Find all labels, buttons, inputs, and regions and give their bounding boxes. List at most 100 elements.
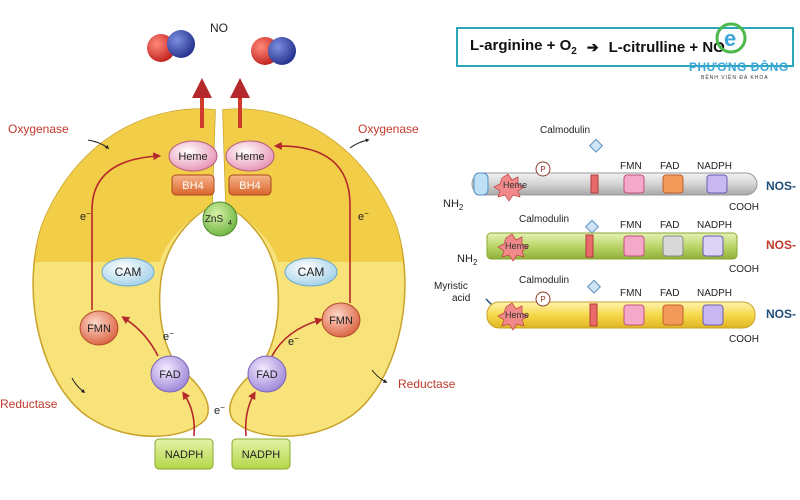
logo-subtitle: BỆNH VIỆN ĐA KHOA [701, 75, 769, 81]
electron-label-3: e− [163, 329, 174, 343]
heme-bar-label-1: Heme [503, 180, 527, 190]
electron-arrow-fmn-heme-left [91, 152, 162, 310]
nh2-label-2: NH2 [457, 253, 478, 267]
fmn-left-label: FMN [87, 323, 111, 335]
fad-header-3: FAD [660, 288, 679, 299]
heme-icon-2 [497, 233, 529, 262]
phospho-icon-1 [535, 161, 551, 177]
fad-header-2: FAD [660, 220, 679, 231]
bh4-left: BH4 [171, 174, 215, 196]
logo-brand: PHƯƠNG ĐÔNG [689, 60, 789, 74]
nos-dimer [32, 108, 406, 437]
hospital-logo: e PHƯƠNG ĐÔNG BỆNH VIỆN ĐA KHOA [683, 16, 800, 86]
calmodulin-marker-3 [586, 279, 602, 294]
cooh-label-2: COOH [729, 264, 759, 275]
electron-arrow-nadph-fad-left [182, 391, 196, 437]
fad-domain-3 [662, 304, 684, 326]
reductase-label-right: Reductase [398, 377, 456, 391]
zinc-center: ZnS 4 [202, 201, 238, 237]
heme-icon-3 [497, 302, 529, 331]
calmodulin-label-2: Calmodulin [519, 214, 569, 225]
nadph-right: NADPH [231, 438, 291, 470]
oxygenase-label-left: Oxygenase [8, 122, 69, 136]
reaction-equation: L-arginine + O2 ➔ L-citrulline + NO [456, 27, 794, 67]
reductase-pointer-left [71, 377, 86, 393]
cooh-label-1: COOH [729, 202, 759, 213]
fad-header-1: FAD [660, 161, 679, 172]
equation-reactant: L-arginine + O2 [470, 37, 577, 57]
cam-domain-2 [585, 234, 594, 258]
heme-right: Heme [225, 140, 275, 172]
nh2-label-1: NH2 [443, 198, 464, 212]
nadph-header-1: NADPH [697, 161, 732, 172]
nadph-left-label: NADPH [165, 449, 204, 461]
nadph-header-2: NADPH [697, 220, 732, 231]
calmodulin-marker-1 [588, 138, 604, 153]
nadph-domain-2 [702, 235, 724, 257]
cooh-label-3: COOH [729, 334, 759, 345]
cam-right-label: CAM [298, 265, 325, 279]
nadph-domain-3 [702, 304, 724, 326]
nadph-left: NADPH [154, 438, 214, 470]
calmodulin-marker-2 [584, 219, 600, 234]
electron-label-1: e− [80, 209, 91, 223]
cam-right: CAM [284, 257, 338, 287]
electron-arrow-fmn-heme-right [273, 141, 351, 303]
heme-left: Heme [168, 140, 218, 172]
zn-subscript: 4 [228, 220, 232, 227]
electron-arrow-nadph-fad-right [244, 391, 256, 437]
nos-row-2-label: NOS- [766, 238, 796, 252]
reductase-label-left: Reductase [0, 397, 58, 411]
nos-bar-3 [486, 301, 756, 329]
heme-left-label: Heme [178, 151, 207, 163]
cam-domain-3 [589, 303, 598, 327]
fad-left-label: FAD [159, 369, 180, 381]
nadph-domain-1 [706, 174, 728, 194]
no-molecule-left [147, 30, 195, 62]
fmn-header-3: FMN [620, 288, 642, 299]
myristic-label-line1: Myristic [434, 281, 468, 292]
electron-arrow-fad-fmn-left [121, 316, 159, 357]
fad-domain-1 [662, 174, 684, 194]
equation-product: L-citrulline + NO [608, 38, 725, 56]
p-label-3: P [540, 295, 545, 304]
reductase-pointer-right [371, 369, 388, 383]
bh4-right-label: BH4 [239, 180, 260, 192]
electron-label-4: e− [288, 334, 299, 348]
electron-arrow-fad-fmn-right [271, 317, 324, 357]
heme-icon-1 [493, 173, 525, 202]
myristoyl-anchor [485, 298, 493, 306]
cam-domain-1 [590, 174, 599, 194]
nadph-right-label: NADPH [242, 449, 281, 461]
nos-row-2: Calmodulin FMN FAD NADPH Heme NH2 COOH N… [457, 214, 796, 275]
nos-row-1: Calmodulin FMN FAD NADPH Heme P NH2 COOH… [443, 125, 796, 213]
fad-left: FAD [150, 355, 190, 393]
fmn-domain-2 [623, 235, 645, 257]
heme-right-label: Heme [235, 151, 264, 163]
no-label: NO [210, 21, 228, 35]
fmn-domain-1 [623, 174, 645, 194]
cam-left: CAM [101, 257, 155, 287]
calmodulin-label-3: Calmodulin [519, 275, 569, 286]
fad-domain-2 [662, 235, 684, 257]
heme-bar-label-2: Heme [505, 241, 529, 251]
electron-labels: e− e− e− e− e− [80, 209, 369, 417]
oxygenase-label-right: Oxygenase [358, 122, 419, 136]
oxygenase-pointer-left [87, 139, 110, 149]
fmn-left: FMN [79, 310, 119, 346]
myristic-label-line2: acid [452, 293, 470, 304]
fmn-domain-3 [623, 304, 645, 326]
fmn-right: FMN [321, 302, 361, 338]
bh4-right: BH4 [228, 174, 272, 196]
electron-label-5: e− [214, 403, 225, 417]
zn-label: ZnS [205, 214, 224, 225]
nos-row-1-label: NOS- [766, 179, 796, 193]
phospho-icon-3 [535, 291, 551, 307]
nos-bar-1 [471, 172, 758, 196]
electron-label-2: e− [358, 209, 369, 223]
electron-path-arrows [91, 141, 351, 437]
fmn-right-label: FMN [329, 315, 353, 327]
calmodulin-label-1: Calmodulin [540, 125, 590, 136]
fad-right-label: FAD [256, 369, 277, 381]
